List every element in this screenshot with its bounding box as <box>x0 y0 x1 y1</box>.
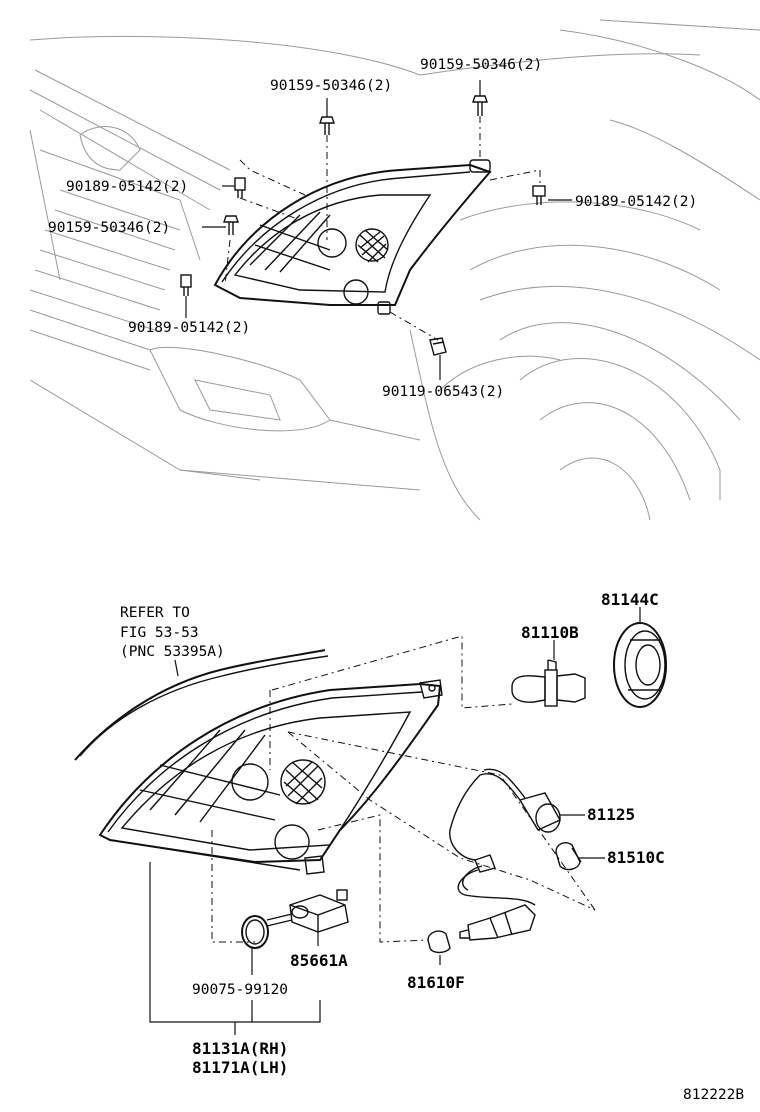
bolt-icon <box>180 274 192 296</box>
o-ring-icon <box>241 915 269 949</box>
bolt-icon <box>234 177 246 198</box>
refer-note-line1: REFER TO <box>120 605 190 621</box>
screw-icon <box>223 215 239 235</box>
bottom-labels: 81144C 81110B 81125 81510C 85661A 81610F… <box>192 590 744 1103</box>
refer-note-line3: (PNC 53395A) <box>120 644 225 660</box>
callout-socket-wire: 81125 <box>587 805 635 824</box>
top-headlamp-assembly <box>213 159 492 315</box>
bolt-icon <box>532 185 546 205</box>
refer-note: REFER TO FIG 53-53 (PNC 53395A) <box>74 605 329 761</box>
callout-nut-clip: 90119-06543(2) <box>382 384 504 400</box>
callout-headlamp-bulb: 81110B <box>521 623 579 642</box>
refer-note-line2: FIG 53-53 <box>120 625 199 641</box>
top-fasteners <box>180 95 546 356</box>
callout-wedge-bulb: 81610F <box>407 973 465 992</box>
callout-screw-top-right: 90159-50346(2) <box>420 57 542 73</box>
callout-socket-cap: 81144C <box>601 590 659 609</box>
callout-bolt-left-lower: 90189-05142(2) <box>128 320 250 336</box>
nut-clip-icon <box>429 337 447 356</box>
bottom-leader-lines <box>149 607 641 1035</box>
callout-leveling-motor: 85661A <box>290 951 348 970</box>
callout-bolt-left-upper: 90189-05142(2) <box>66 179 188 195</box>
bulb-icon <box>427 930 451 954</box>
socket-icon <box>613 622 667 708</box>
callout-screw-left: 90159-50346(2) <box>48 220 170 236</box>
bottom-components <box>241 622 667 954</box>
callout-screw-top-center: 90159-50346(2) <box>270 78 392 94</box>
top-labels: 90159-50346(2) 90159-50346(2) 90189-0514… <box>48 57 697 400</box>
top-leader-lines <box>185 80 572 380</box>
leveling-motor-icon <box>266 889 349 933</box>
bottom-headlamp-assembly <box>98 679 443 875</box>
callout-side-bulb: 81510C <box>607 848 665 867</box>
vehicle-background <box>29 19 760 521</box>
callout-assembly-lh: 81171A(LH) <box>192 1058 288 1077</box>
bulb-icon <box>511 659 586 707</box>
bulb-icon <box>555 842 582 871</box>
callout-assembly-rh: 81131A(RH) <box>192 1039 288 1058</box>
figure-code: 812222B <box>683 1087 744 1103</box>
socket-icon <box>459 904 536 941</box>
screw-icon <box>319 116 335 135</box>
callout-bolt-right: 90189-05142(2) <box>575 194 697 210</box>
bottom-guide-lines <box>211 635 596 943</box>
top-guide-lines <box>185 116 541 341</box>
socket-icon <box>449 768 561 906</box>
screw-icon <box>472 95 488 116</box>
callout-o-ring: 90075-99120 <box>192 982 288 998</box>
